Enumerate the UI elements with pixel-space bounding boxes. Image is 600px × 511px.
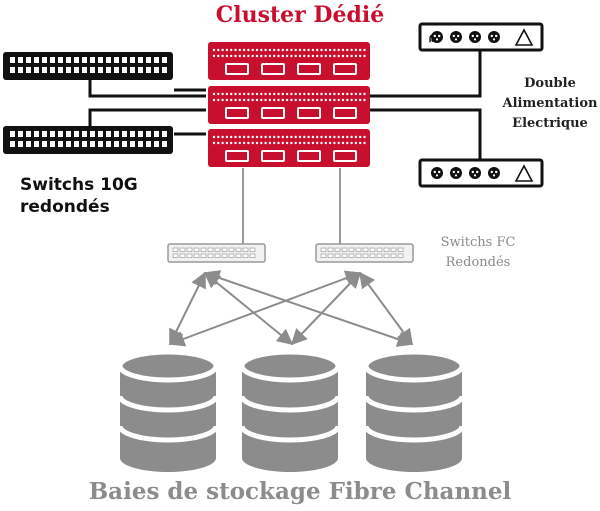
switches-10g-line2: redondés bbox=[20, 197, 110, 217]
power-supply-label: Double Alimentation Electrique bbox=[500, 74, 600, 134]
storage-label: Baies de stockage Fibre Channel bbox=[88, 478, 512, 505]
warning-icon bbox=[514, 28, 534, 46]
network-switch-icon bbox=[3, 52, 173, 80]
power-links bbox=[370, 50, 482, 160]
power-line3: Electrique bbox=[512, 116, 588, 131]
server-icon bbox=[208, 129, 370, 167]
power-line1: Double bbox=[524, 76, 576, 91]
switches-10g-label: Switchs 10G redondés bbox=[20, 174, 220, 218]
network-links bbox=[88, 80, 206, 136]
power-line2: Alimentation bbox=[502, 96, 598, 111]
fc-switches-label: Switchs FC Redondés bbox=[418, 233, 538, 273]
server-icon bbox=[208, 42, 370, 80]
server-icon bbox=[208, 86, 370, 124]
switches-10g-line1: Switchs 10G bbox=[20, 175, 138, 195]
fc-links bbox=[242, 168, 341, 244]
fc-switch-icon bbox=[315, 243, 414, 263]
fc-storage-links bbox=[168, 270, 414, 347]
fc-switches-line2: Redondés bbox=[445, 255, 511, 270]
database-storage-icon bbox=[117, 349, 219, 472]
database-storage-icon bbox=[363, 349, 465, 472]
power-strip-icon: ⍝ bbox=[418, 22, 544, 52]
fc-switches-line1: Switchs FC bbox=[440, 235, 516, 250]
fc-switch-icon bbox=[167, 243, 266, 263]
warning-icon bbox=[514, 164, 534, 182]
network-switch-icon bbox=[3, 126, 173, 154]
cluster-title: Cluster Dédié bbox=[215, 2, 385, 28]
power-strip-icon bbox=[418, 158, 544, 188]
database-storage-icon bbox=[239, 349, 341, 472]
